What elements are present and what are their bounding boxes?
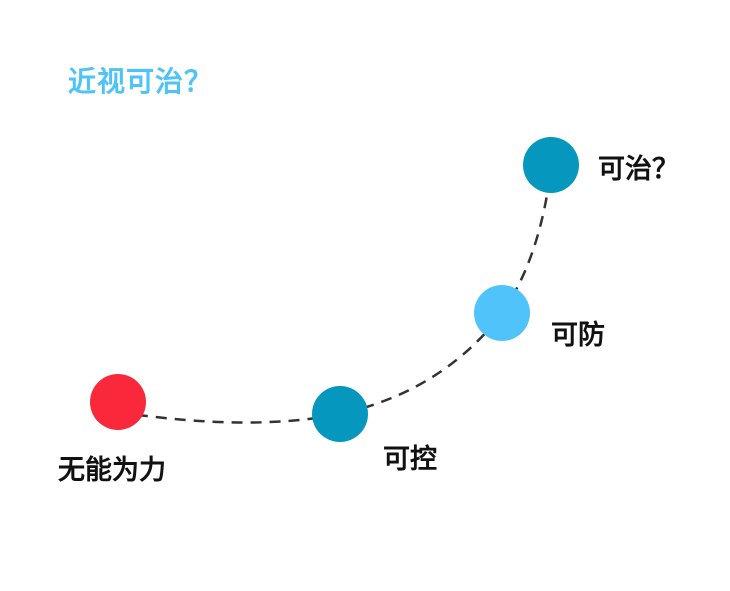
stage-label-2: 可防 bbox=[551, 320, 605, 351]
stage-node-1 bbox=[312, 386, 368, 442]
stage-label-0: 无能为力 bbox=[58, 455, 166, 486]
stage-node-3 bbox=[523, 137, 579, 193]
stage-node-2 bbox=[474, 285, 530, 341]
stage-node-0 bbox=[90, 374, 146, 430]
stage-label-3: 可治？ bbox=[598, 154, 679, 185]
progression-curve bbox=[117, 167, 553, 424]
page-title: 近视可治？ bbox=[68, 65, 214, 98]
stage-label-1: 可控 bbox=[383, 444, 437, 475]
